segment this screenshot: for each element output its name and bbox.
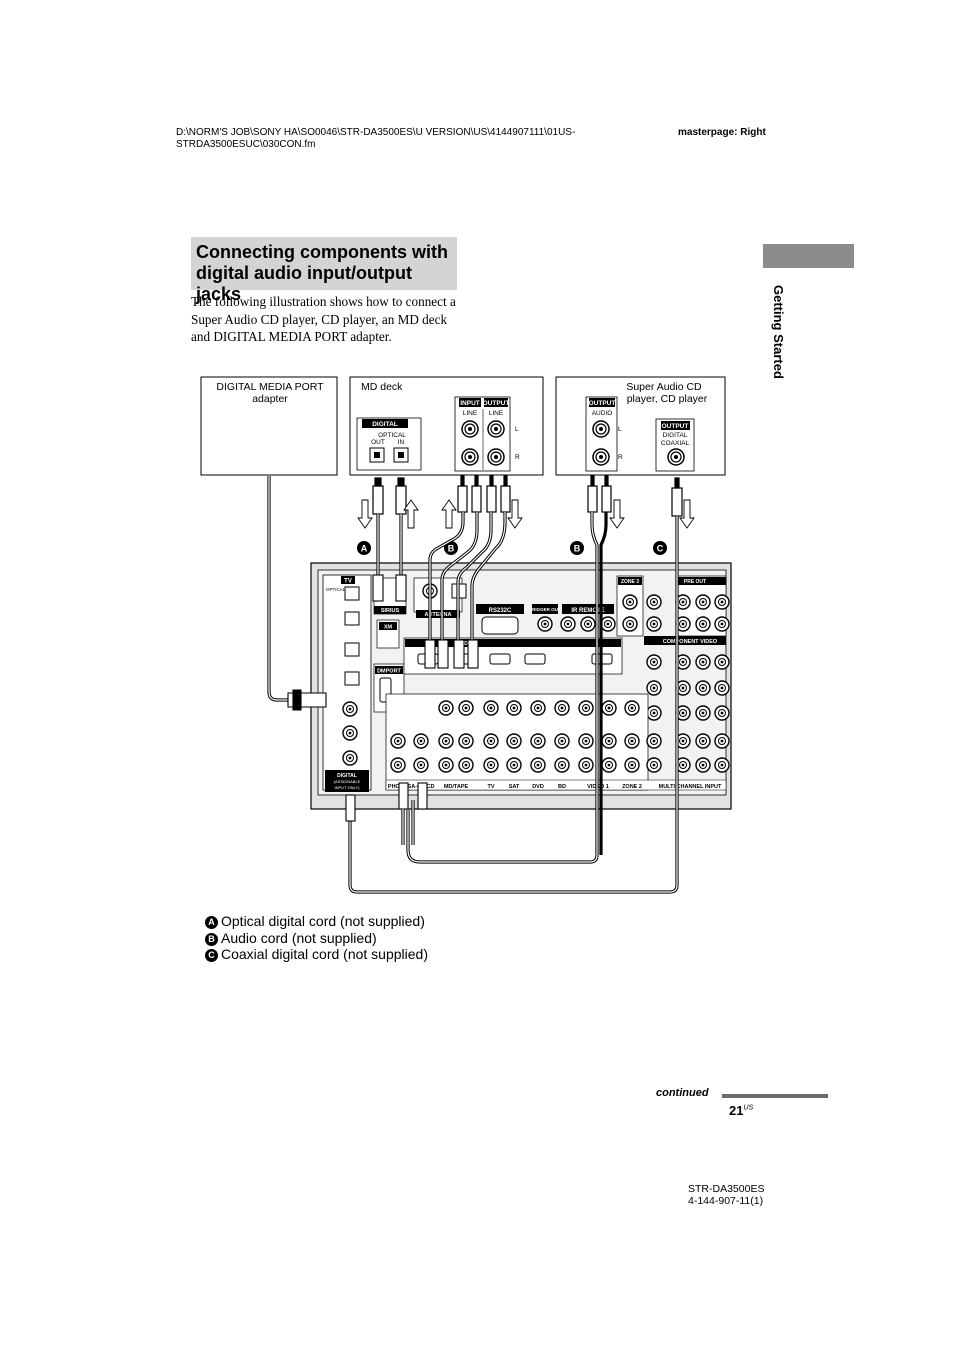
sat-label: SAT [509,784,520,790]
sacd-label-2: player, CD player [627,393,708,405]
footer-block: STR-DA3500ES 4-144-907-11(1) [688,1183,764,1207]
dmport-label: DMPORT [377,669,401,675]
plugs-row [372,475,683,517]
sirius-label: SIRIUS [381,608,400,614]
hdmi-label: HDMI [460,641,475,647]
sacd-coaxial-jack [667,448,685,466]
sacd-label-1: Super Audio CD [626,381,702,393]
footer-model: STR-DA3500ES [688,1183,765,1195]
zone2-label: ZONE 2 [622,784,642,790]
md-output-label: OUTPUT [483,400,510,407]
trigger-label: TRIGGER OUT [529,607,561,612]
sacd-audio-l-jack [592,420,610,438]
legend-text-c: Coaxial digital cord (not supplied) [221,946,428,962]
section-title-box [191,237,457,290]
footer-code: 4-144-907-11(1) [688,1195,764,1207]
md-optical-out-label: OUT [371,439,385,446]
md-optical-in-label: IN [398,439,405,446]
tv-bottom-label: TV [487,784,494,790]
section-tab-marker [763,244,854,268]
sacd-output-label: OUTPUT [589,400,616,407]
dmport-adapter-box [200,376,338,476]
digital-assignable-2: (ASSIGNABLE [334,779,361,784]
marker-b1: B [448,544,455,554]
sacd-coax-output-label: OUTPUT [662,423,689,430]
legend-text-b: Audio cord (not supplied) [221,930,377,946]
legend-badge-b: B [205,933,218,946]
sacd-l-label: L [618,426,622,433]
antenna-label: ANTENNA [425,612,452,618]
multi-channel-label: MULTI CHANNEL INPUT [659,784,722,790]
md-line-in-label: LINE [463,410,478,417]
page-number-suffix: US [743,1104,754,1112]
masterpage-label: masterpage: Right [678,127,766,138]
bd-label: BD [558,784,566,790]
page-number: 21US [729,1103,753,1118]
sacd-audio-r-jack [592,448,610,466]
rs232c-label: RS232C [489,608,512,614]
pre-out-label: PRE OUT [684,579,706,585]
marker-c: C [657,544,664,554]
md-r-label: R [515,454,520,461]
tv-label: TV [344,579,352,585]
xm-label: XM [384,625,393,631]
ir-remote-label: IR REMOTE [571,608,604,614]
continued-label: continued [656,1087,709,1099]
section-title: Connecting components with digital audio… [196,242,448,304]
md-line-out-label: LINE [489,410,504,417]
md-line-in-l-jack [461,420,479,438]
md-digital-label: DIGITAL [372,421,398,428]
component-video-label: COMPONENT VIDEO [663,639,718,645]
continued-bar [722,1094,828,1098]
md-optical-label: OPTICAL [378,432,406,439]
sacd-player-box [555,376,726,476]
receiver-plugs [287,574,479,822]
marker-a: A [361,544,368,554]
legend-badge-c: C [205,949,218,962]
signal-arrows [357,499,695,529]
sacd-coax-label-2: COAXIAL [661,440,690,447]
md-line-out-l-jack [487,420,505,438]
page-number-value: 21 [729,1103,744,1118]
dmport-label-1: DIGITAL MEDIA PORT [216,381,324,393]
md-deck-label: MD deck [361,381,403,393]
dvd-label: DVD [532,784,544,790]
phono-label: PHONO [388,784,409,790]
optical-label: OPTICAL [326,587,346,592]
sacd-audio-label: AUDIO [592,410,613,417]
md-line-out-r-jack [487,448,505,466]
intro-paragraph: The following illustration shows how to … [191,294,456,345]
marker-b2: B [574,544,581,554]
md-line-in-r-jack [461,448,479,466]
sacd-coax-label-1: DIGITAL [663,432,688,439]
legend-badge-a: A [205,916,218,929]
digital-assignable-1: DIGITAL [337,773,357,779]
md-tape-label: MD/TAPE [444,784,469,790]
digital-assignable-3: INPUT ONLY) [335,785,361,790]
legend-text-a: Optical digital cord (not supplied) [221,913,425,929]
sacd-r-label: R [618,454,623,461]
md-input-label: INPUT [460,400,480,407]
file-path-header: D:\NORM'S JOB\SONY HA\SO0046\STR-DA3500E… [176,127,576,150]
dmport-label-2: adapter [252,393,288,405]
cable-markers: A B B C [357,541,667,555]
md-l-label: L [515,426,519,433]
zone3-label: ZONE 3 [621,579,639,585]
cables-inner [268,476,678,893]
